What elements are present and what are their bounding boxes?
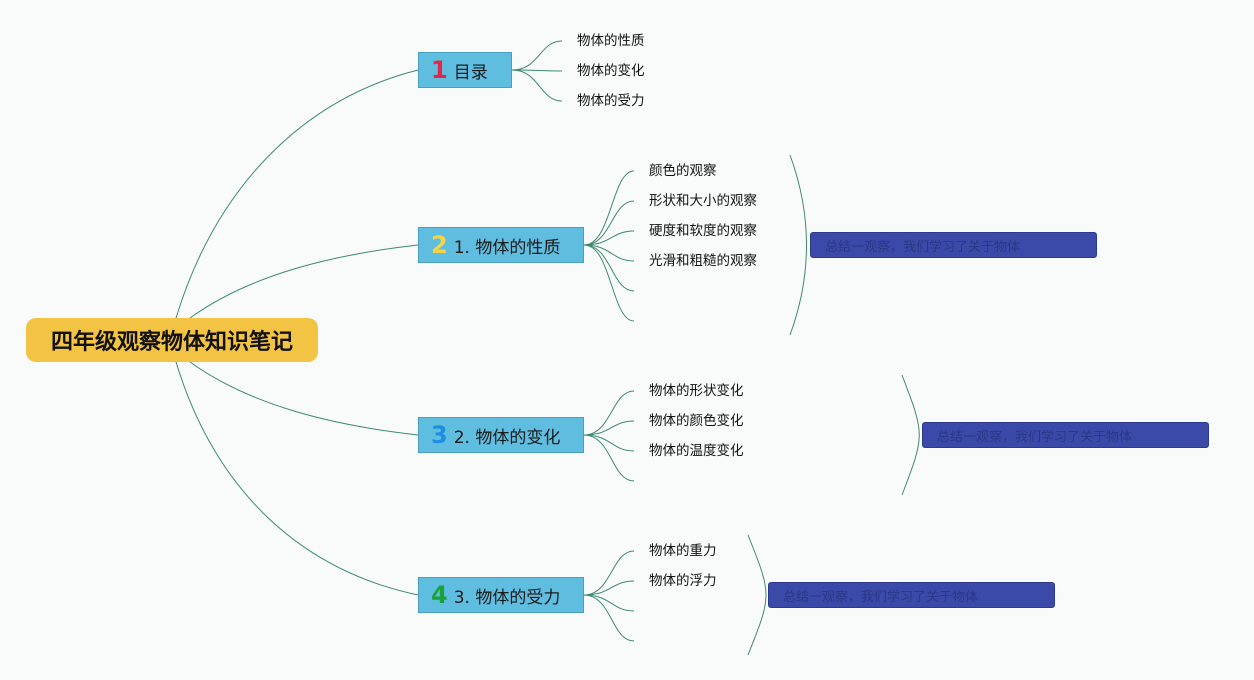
forces-leaf-line-2: [583, 580, 635, 596]
topic-contents[interactable]: 1 目录: [418, 52, 512, 88]
leaf-buoyancy[interactable]: 物体的浮力: [649, 573, 717, 589]
number-1-icon: 1: [431, 56, 448, 84]
leaf-temperature-change[interactable]: 物体的温度变化: [649, 443, 744, 459]
summary-box-changes[interactable]: 总结一观察，我们学习了关于物体: [922, 422, 1209, 448]
topic-forces[interactable]: 4 3. 物体的受力: [418, 577, 584, 613]
summary-text: 总结一观察，我们学习了关于物体: [825, 239, 1021, 255]
summary-box-forces[interactable]: 总结一观察，我们学习了关于物体: [768, 582, 1055, 608]
leaf-smoothness-observation[interactable]: 光滑和粗糙的观察: [649, 253, 757, 269]
leaf-shape-size-observation[interactable]: 形状和大小的观察: [649, 193, 757, 209]
root-branch-4: [175, 361, 419, 596]
properties-leaf-line-5: [583, 244, 635, 292]
changes-leaf-line-1: [583, 390, 635, 436]
properties-leaf-line-6: [583, 244, 635, 322]
leaf-gravity[interactable]: 物体的重力: [649, 543, 717, 559]
properties-leaf-line-3: [583, 230, 635, 246]
root-label: 四年级观察物体知识笔记: [50, 330, 293, 355]
forces-leaf-line-4: [583, 594, 635, 642]
properties-leaf-line-2: [583, 200, 635, 246]
summary-text: 总结一观察，我们学习了关于物体: [937, 429, 1133, 445]
root-branch-1: [175, 69, 419, 319]
contents-leaf-line-3: [511, 69, 563, 102]
topic-changes[interactable]: 3 2. 物体的变化: [418, 417, 584, 453]
leaf-color-observation[interactable]: 颜色的观察: [649, 163, 717, 179]
root-branch-3: [189, 361, 419, 436]
summary-bracket-properties: [789, 154, 807, 336]
changes-leaf-line-4: [583, 434, 635, 482]
properties-leaf-line-1: [583, 170, 635, 246]
leaf-properties-link[interactable]: 物体的性质: [577, 33, 645, 49]
root-node[interactable]: 四年级观察物体知识笔记: [26, 318, 318, 362]
topic-label: 目录: [453, 62, 488, 83]
summary-bracket-forces: [747, 534, 767, 656]
changes-leaf-line-2: [583, 420, 635, 436]
number-3-icon: 3: [431, 421, 448, 449]
leaf-hardness-observation[interactable]: 硬度和软度的观察: [649, 223, 757, 239]
summary-text: 总结一观察，我们学习了关于物体: [783, 589, 979, 605]
summary-box-properties[interactable]: 总结一观察，我们学习了关于物体: [810, 232, 1097, 258]
forces-leaf-line-3: [583, 594, 635, 612]
topic-label: 2. 物体的变化: [453, 427, 561, 448]
number-4-icon: 4: [431, 581, 448, 609]
leaf-color-change[interactable]: 物体的颜色变化: [649, 413, 744, 429]
topic-label: 1. 物体的性质: [453, 237, 561, 258]
forces-leaf-line-1: [583, 550, 635, 596]
number-2-icon: 2: [431, 231, 448, 259]
contents-leaf-line-1: [511, 40, 563, 71]
root-branch-2: [189, 244, 419, 319]
leaf-forces-link[interactable]: 物体的受力: [577, 93, 645, 109]
summary-bracket-changes: [901, 374, 920, 496]
contents-leaf-line-2: [511, 69, 563, 72]
properties-leaf-line-4: [583, 244, 635, 262]
leaf-shape-change[interactable]: 物体的形状变化: [649, 383, 744, 399]
topic-label: 3. 物体的受力: [453, 587, 561, 608]
changes-leaf-line-3: [583, 434, 635, 452]
topic-properties[interactable]: 2 1. 物体的性质: [418, 227, 584, 263]
leaf-changes-link[interactable]: 物体的变化: [577, 63, 645, 79]
